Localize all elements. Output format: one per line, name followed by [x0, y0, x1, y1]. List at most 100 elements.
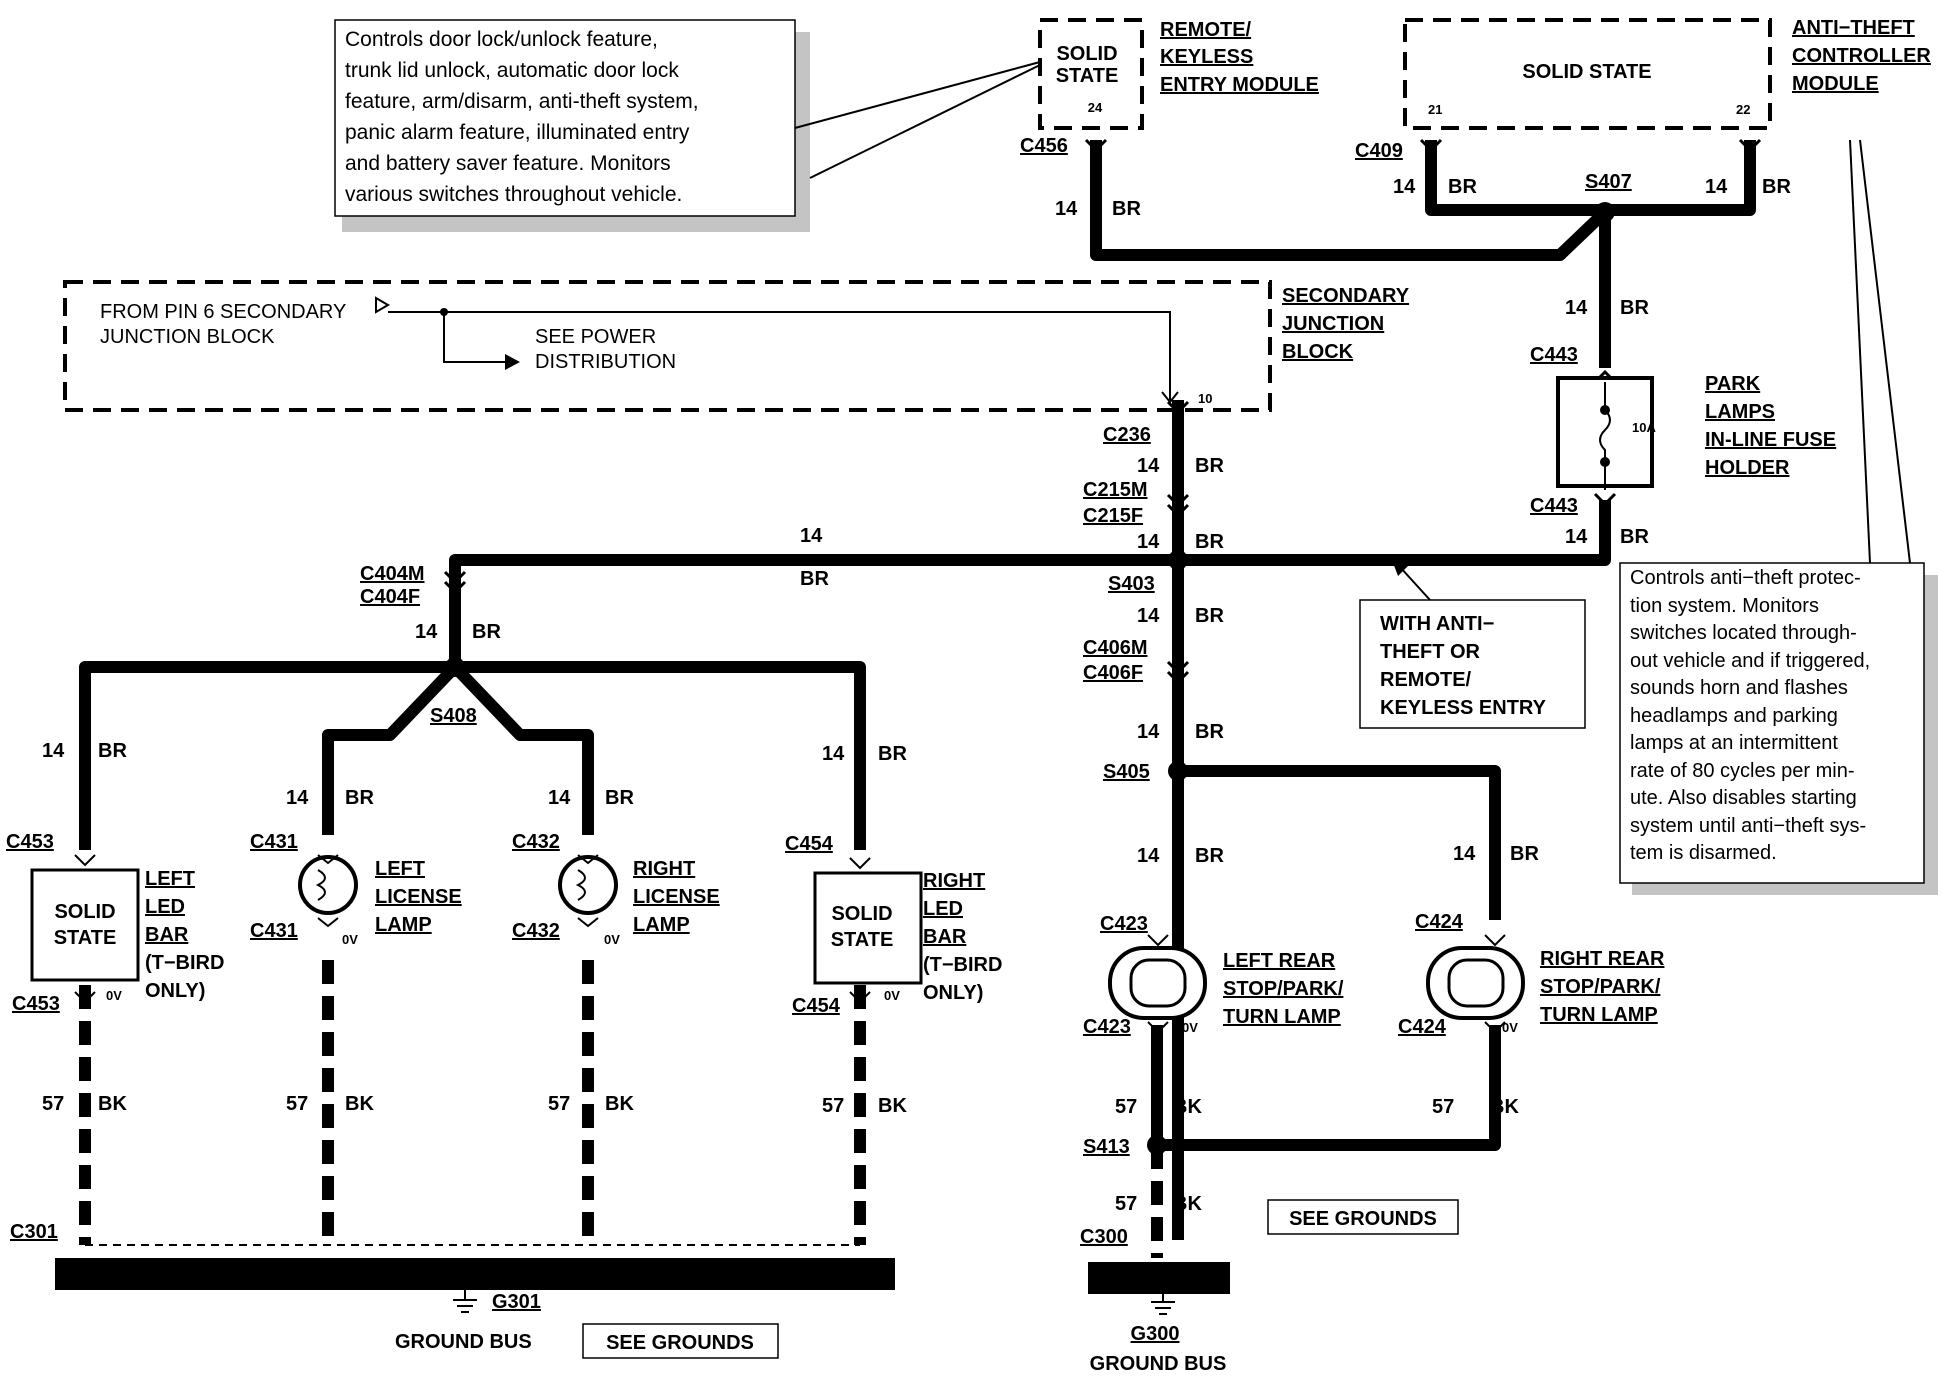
wat-line-3: REMOTE/: [1380, 669, 1472, 691]
atm-pin-right: 22: [1736, 102, 1750, 117]
rrl-name-3: TURN LAMP: [1540, 1004, 1658, 1026]
at-note-line: system until anti−theft sys-: [1630, 814, 1867, 837]
color: BK: [878, 1095, 907, 1117]
rke-note-line: Controls door lock/unlock feature,: [345, 28, 658, 51]
gauge: 14: [42, 740, 65, 762]
color: BR: [1112, 198, 1141, 220]
rke-note-line: trunk lid unlock, automatic door lock: [345, 59, 679, 82]
c456-label: C456: [1020, 135, 1068, 157]
gauge: 14: [286, 787, 309, 809]
s413-label: S413: [1083, 1136, 1130, 1158]
rrl-name-2: STOP/PARK/: [1540, 976, 1661, 998]
c443-bottom-label: C443: [1530, 495, 1578, 517]
gauge: 57: [548, 1093, 570, 1115]
llb-name-3: BAR: [145, 924, 189, 946]
color: BR: [878, 743, 907, 765]
see-grounds-left: SEE GROUNDS: [606, 1332, 754, 1354]
ground-bus-right: G300 GROUND BUS SEE GROUNDS: [1088, 1199, 1459, 1375]
c432-bottom-label: C432: [512, 920, 560, 942]
rlb-name-1: RIGHT: [923, 870, 985, 892]
connector-labels: C456 C409 S407 C443 C443 C236 C215M C215…: [6, 135, 1632, 1248]
fuse-rating: 10A: [1632, 420, 1656, 435]
at-note-line: lamps at an intermittent: [1630, 732, 1838, 754]
color: BR: [1195, 455, 1224, 477]
zero-volt: 0V: [1182, 1020, 1198, 1035]
gauge: 14: [1565, 526, 1588, 548]
c431-top-label: C431: [250, 831, 298, 853]
zero-volt: 0V: [1502, 1020, 1518, 1035]
c443-top-label: C443: [1530, 344, 1578, 366]
rke-name-1: REMOTE/: [1160, 19, 1252, 41]
color: BR: [605, 787, 634, 809]
at-note-line: sounds horn and flashes: [1630, 677, 1848, 699]
antitheft-note: Controls anti−theft protec- tion system.…: [1619, 139, 1938, 895]
lll-name-2: LICENSE: [375, 886, 462, 908]
gauge: 57: [286, 1093, 308, 1115]
c432-top-label: C432: [512, 831, 560, 853]
rlb-inner-2: STATE: [831, 929, 894, 951]
gauge: 57: [1115, 1193, 1137, 1215]
right-license-lamp: RIGHT LICENSE LAMP: [558, 854, 720, 936]
rlb-extra-1: (T−BIRD: [923, 954, 1002, 976]
c424-bottom-label: C424: [1398, 1016, 1447, 1038]
rke-name-2: KEYLESS: [1160, 46, 1253, 68]
rll-name-3: LAMP: [633, 914, 690, 936]
at-note-line: ute. Also disables starting: [1630, 787, 1857, 809]
lrl-name-1: LEFT REAR: [1223, 950, 1336, 972]
color: BK: [605, 1093, 634, 1115]
zero-volt: 0V: [604, 932, 620, 947]
rlb-inner-1: SOLID: [831, 903, 892, 925]
c423-top-label: C423: [1100, 913, 1148, 935]
gauge: 57: [42, 1093, 64, 1115]
c454-bottom-label: C454: [792, 995, 841, 1017]
color: BR: [98, 740, 127, 762]
sjb-name-3: BLOCK: [1282, 341, 1354, 363]
zero-volt: 0V: [342, 932, 358, 947]
gauge: 14: [1137, 455, 1160, 477]
color: BR: [1620, 297, 1649, 319]
rke-note-line: feature, arm/disarm, anti-theft system,: [345, 90, 699, 113]
fuse-name-2: LAMPS: [1705, 401, 1775, 423]
gauge: 57: [822, 1095, 844, 1117]
ground-bus-right-label: GROUND BUS: [1090, 1353, 1227, 1375]
color: BR: [800, 568, 829, 590]
right-led-bar: SOLID STATE RIGHT LED BAR (T−BIRD ONLY): [813, 857, 1002, 1004]
gauge: 14: [1705, 176, 1728, 198]
color: BK: [1490, 1096, 1519, 1118]
rrl-name-1: RIGHT REAR: [1540, 948, 1665, 970]
lrl-name-3: TURN LAMP: [1223, 1006, 1341, 1028]
c300-label: C300: [1080, 1226, 1128, 1248]
left-license-lamp: LEFT LICENSE LAMP: [298, 854, 462, 936]
color: BR: [1195, 721, 1224, 743]
gauge: 14: [1565, 297, 1588, 319]
rke-note-line: panic alarm feature, illuminated entry: [345, 121, 690, 144]
atm-inner: SOLID STATE: [1522, 61, 1651, 83]
gauge: 14: [1393, 176, 1416, 198]
c404m-label: C404M: [360, 563, 424, 585]
sjb-pin: 10: [1198, 391, 1212, 406]
s403-label: S403: [1108, 573, 1155, 595]
atm-name-3: MODULE: [1792, 73, 1879, 95]
color: BR: [1762, 176, 1791, 198]
sjb-source-2: JUNCTION BLOCK: [100, 326, 275, 348]
c423-bottom-label: C423: [1083, 1016, 1131, 1038]
fuse-name-3: IN-LINE FUSE: [1705, 429, 1836, 451]
rke-inner-1: SOLID: [1056, 43, 1117, 65]
atm-name-1: ANTI−THEFT: [1792, 17, 1915, 39]
c215f-label: C215F: [1083, 505, 1143, 527]
at-note-line: out vehicle and if triggered,: [1630, 649, 1871, 672]
c406f-label: C406F: [1083, 662, 1143, 684]
c409-label: C409: [1355, 140, 1403, 162]
zero-volt: 0V: [884, 988, 900, 1003]
gauge: 14: [1137, 845, 1160, 867]
at-note-line: Controls anti−theft protec-: [1630, 567, 1861, 589]
sjb-source-1: FROM PIN 6 SECONDARY: [100, 301, 346, 323]
c424-top-label: C424: [1415, 911, 1464, 933]
atm-pin-left: 21: [1428, 102, 1442, 117]
right-rear-lamp: RIGHT REAR STOP/PARK/ TURN LAMP: [1426, 934, 1665, 1034]
gauge: 57: [1432, 1096, 1454, 1118]
c454-top-label: C454: [785, 833, 834, 855]
gauge: 14: [548, 787, 571, 809]
c404f-label: C404F: [360, 586, 420, 608]
right-branch-wires: [1151, 765, 1501, 1258]
